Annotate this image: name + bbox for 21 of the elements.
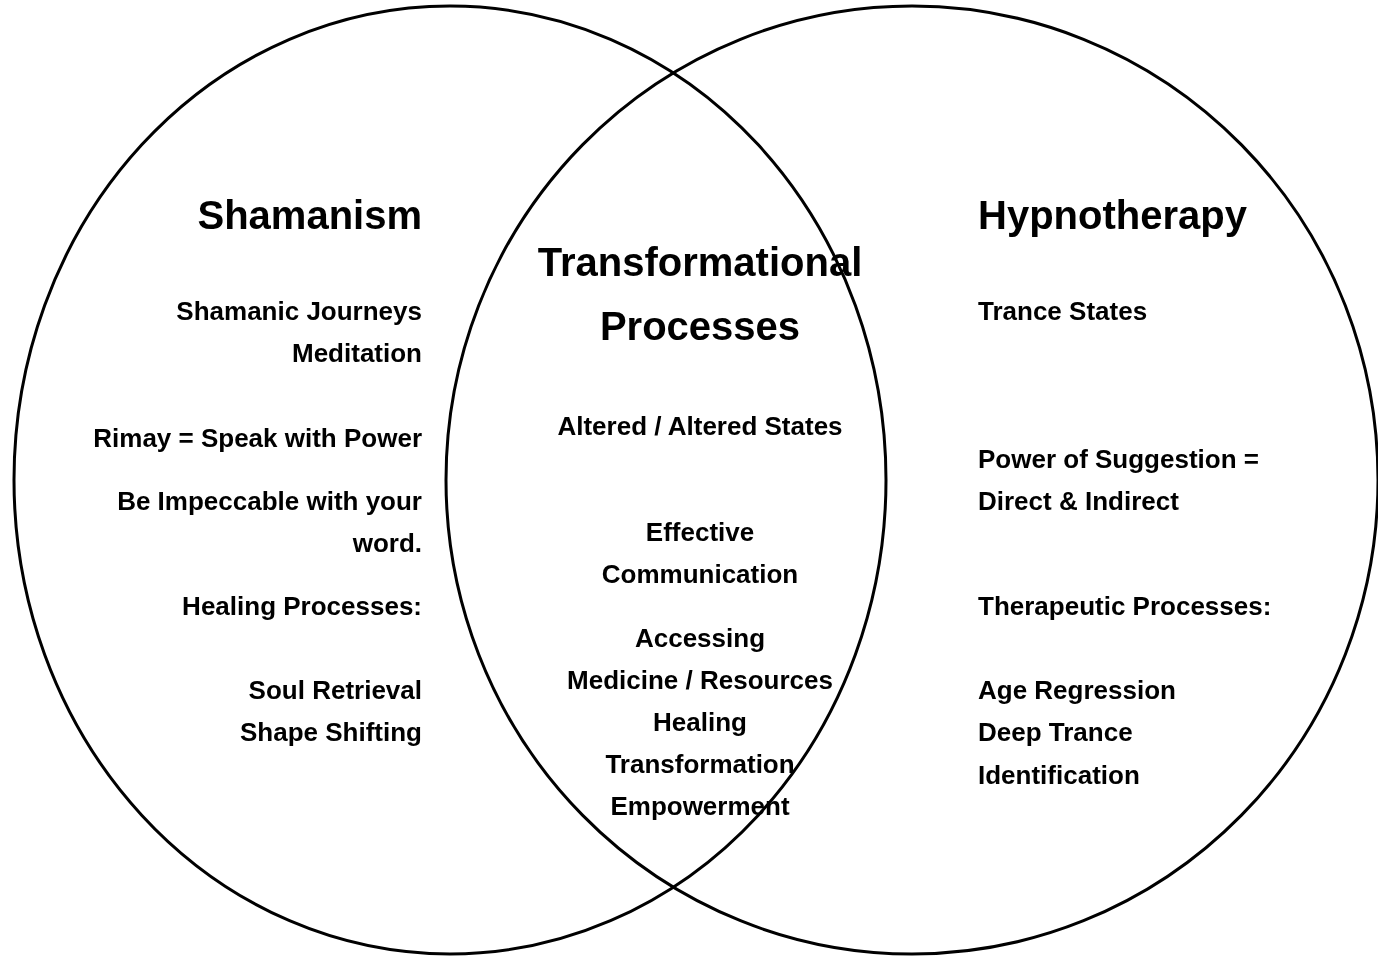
overlap-item: Accessing	[633, 622, 767, 655]
overlap-item: Healing	[652, 706, 748, 739]
overlap-item: Medicine / Resources	[566, 664, 834, 697]
list-item: Rimay = Speak with Power	[92, 422, 422, 455]
overlap-item: Effective Communication	[600, 516, 800, 591]
circle-title: Hypnotherapy	[978, 192, 1248, 239]
list-item: Meditation	[291, 337, 422, 370]
list-item: Soul Retrieval	[247, 674, 422, 707]
list-item: Shamanic Journeys	[175, 295, 422, 328]
list-item: Deep Trance	[978, 716, 1134, 749]
list-item: Age Regression	[978, 674, 1177, 707]
list-item: Trance States	[978, 295, 1149, 328]
overlap-item: Altered / Altered States	[556, 410, 844, 443]
overlap-item: Transformation	[604, 748, 796, 781]
list-item: Identification	[978, 759, 1141, 792]
list-item: Healing Processes:	[181, 590, 422, 623]
list-item: Shape Shifting	[239, 716, 422, 749]
list-item: Therapeutic Processes:	[978, 590, 1273, 623]
list-item: Power of Suggestion = Direct & Indirect	[978, 443, 1260, 518]
circle-title: Shamanism	[196, 192, 422, 239]
list-item: Be Impeccable with your word.	[116, 485, 422, 560]
